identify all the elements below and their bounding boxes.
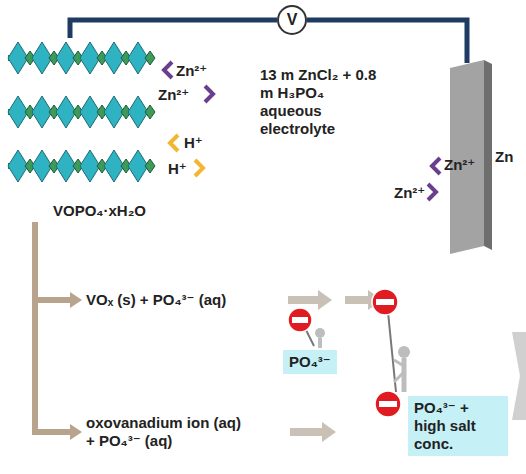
blocking-figure [288,308,325,348]
ion-chevron [205,86,213,102]
block-arrow [288,290,332,310]
node-text: PO₄³⁻ + high salt conc. [414,399,502,453]
edge-chevron [512,332,526,420]
branch-bracket [35,222,82,440]
po4-node: PO₄³⁻ + high salt conc. [408,396,508,456]
text-label: Zn²⁺ [176,62,207,80]
text-label: H⁺ [184,134,203,152]
text-label: VOₓ (s) + PO₄³⁻ (aq) [86,291,226,309]
ion-chevron [428,184,436,200]
node-text: Zn [495,148,513,166]
text-label: Zn²⁺ [158,86,189,104]
blocking-figure [372,289,410,417]
text-label: Zn²⁺ [444,156,475,174]
meter-node: V [277,5,307,35]
circuit-wire [70,20,277,38]
node-text: V [287,11,298,29]
block-arrow [290,422,336,442]
node-text: PO₄³⁻ [289,353,331,371]
crystal-structure [8,42,155,182]
text-label: Zn²⁺ [394,184,425,202]
cathode-node: VOPO₄·xH₂O [5,38,155,220]
text-label: H⁺ [168,160,187,178]
ion-chevron [432,158,440,174]
ion-chevron [195,160,203,176]
ion-chevron [164,62,172,78]
circuit-wire [307,20,467,63]
ion-chevron [170,135,178,151]
node-text: VOPO₄·xH₂O [53,202,146,220]
text-label: oxovanadium ion (aq) + PO₄³⁻ (aq) [86,414,248,450]
po4-node: PO₄³⁻ [283,350,337,374]
text-label: 13 m ZnCl₂ + 0.8 m H₃PO₄ aqueous electro… [260,66,384,138]
